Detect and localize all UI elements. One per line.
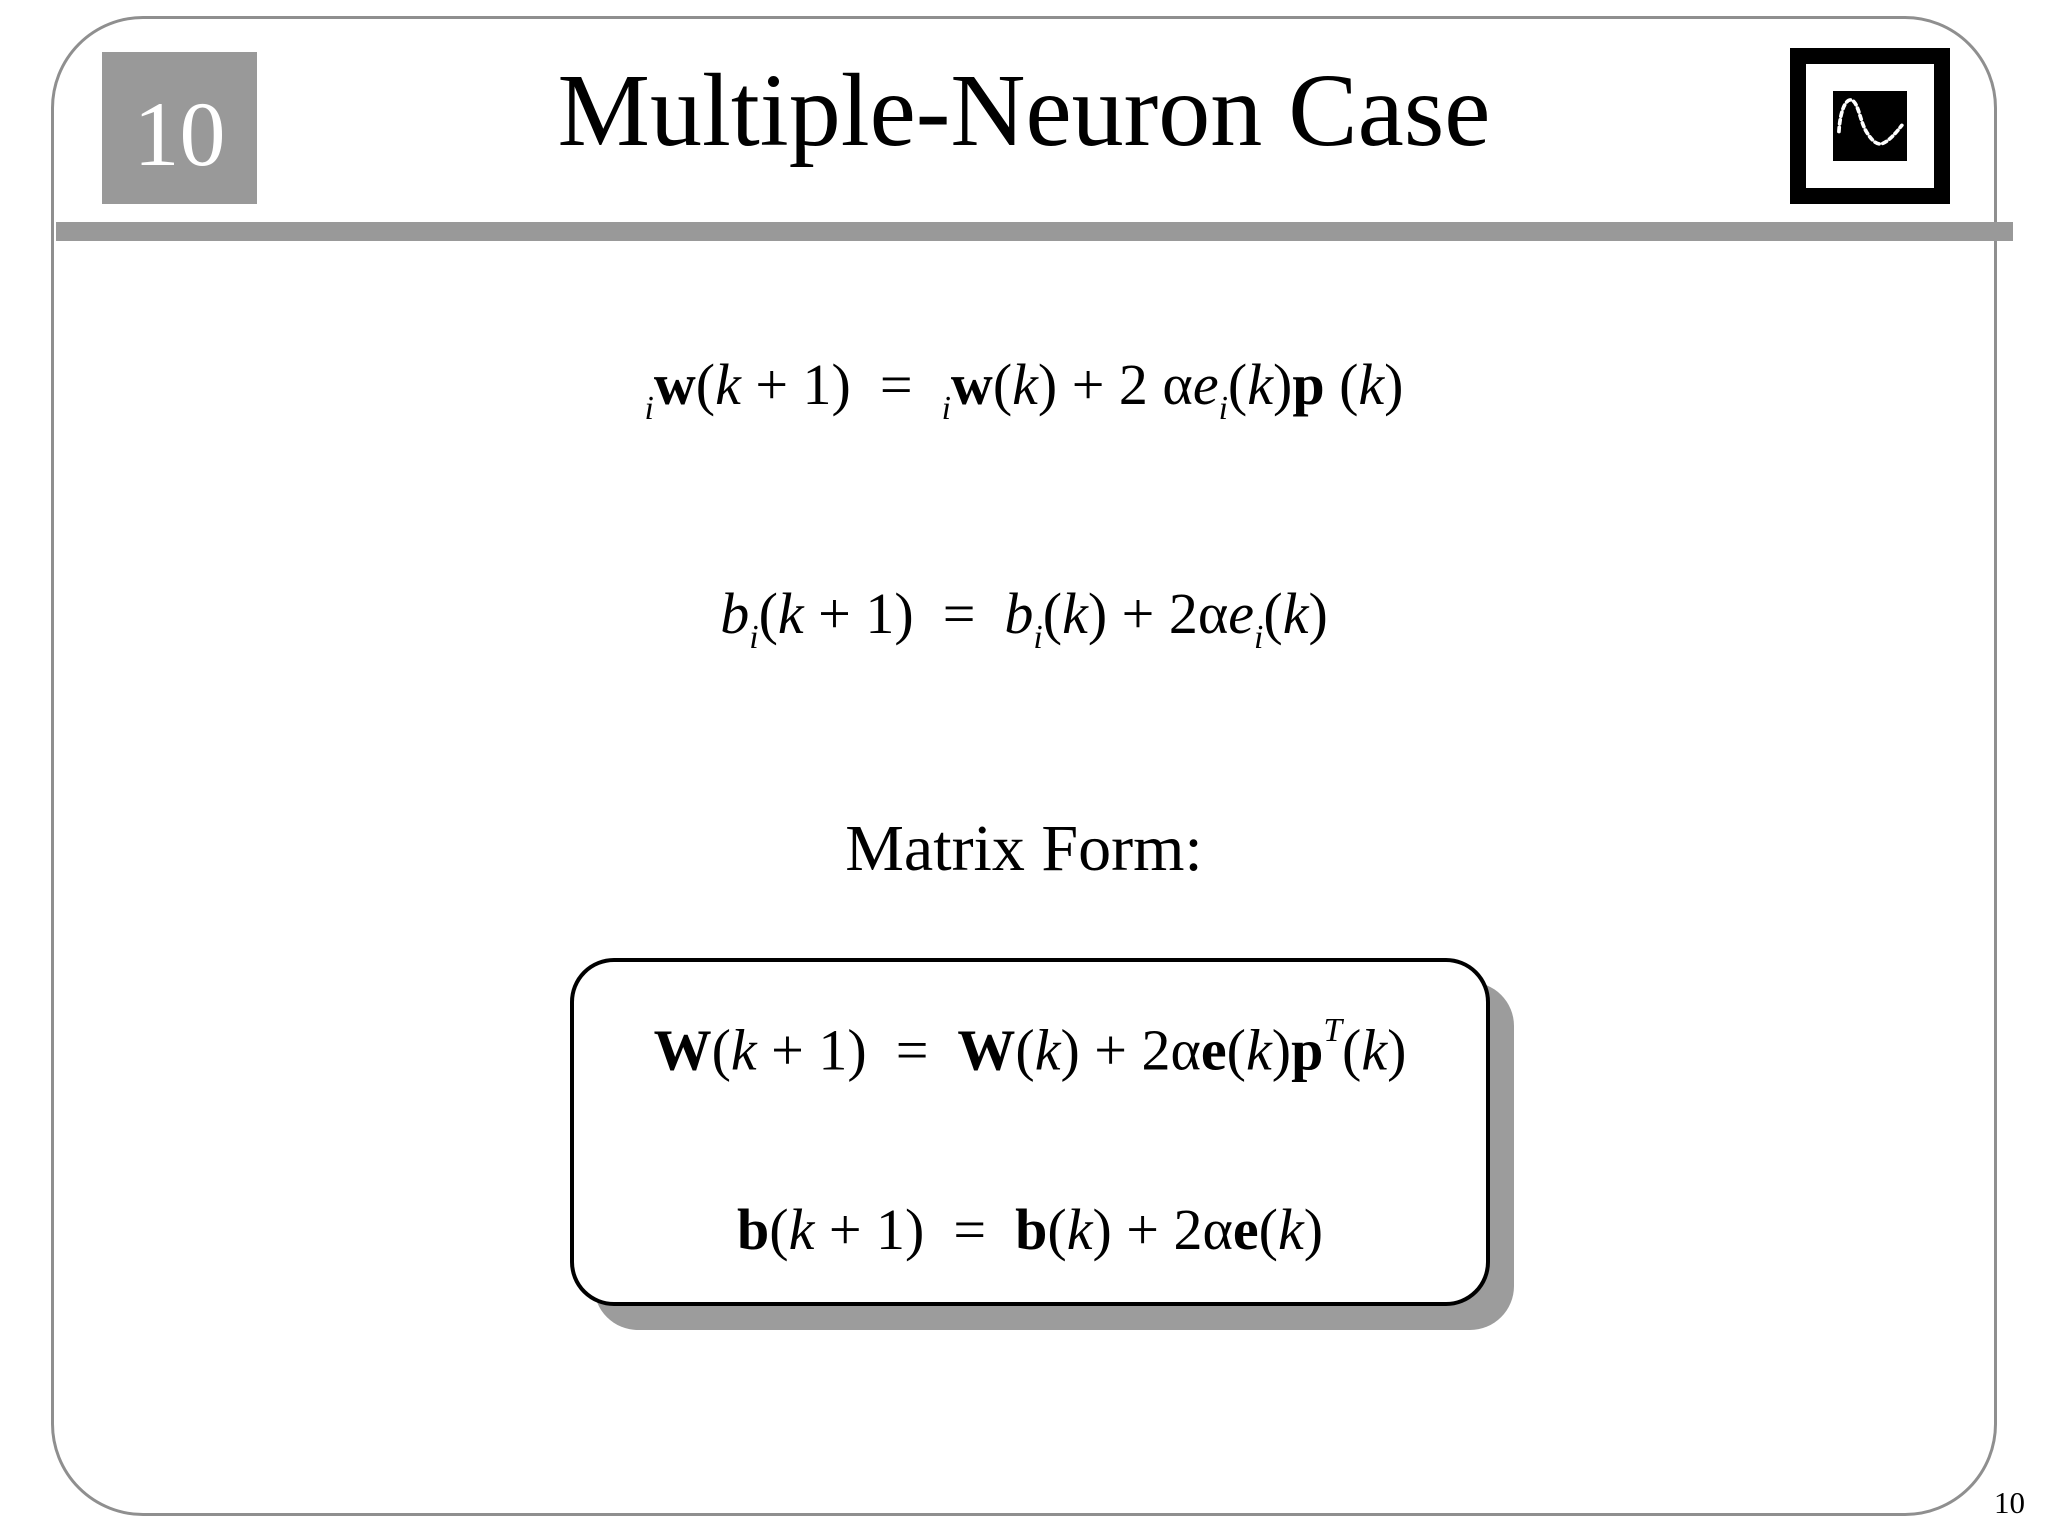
equation-weight-update: iw(k + 1) = iw(k) + 2 αei(k)p (k)	[644, 352, 1404, 428]
chapter-number: 10	[133, 83, 226, 185]
sine-wave-icon	[1837, 98, 1904, 146]
logo-white-ring	[1806, 64, 1934, 188]
slide-border-frame	[51, 16, 1997, 1516]
matrix-form-label: Matrix Form:	[845, 812, 1203, 885]
matrix-form-box: W(k + 1) = W(k) + 2αe(k)pT(k) b(k + 1) =…	[570, 958, 1490, 1306]
equation-matrix-weight-update: W(k + 1) = W(k) + 2αe(k)pT(k)	[653, 1012, 1407, 1083]
sine-wave-logo	[1790, 48, 1950, 204]
equation-matrix-bias-update: b(k + 1) = b(k) + 2αe(k)	[736, 1197, 1324, 1262]
chapter-number-box: 10	[102, 52, 257, 204]
title-divider-bar	[56, 222, 2013, 241]
equation-bias-update: bi(k + 1) = bi(k) + 2αei(k)	[720, 581, 1328, 657]
page-number: 10	[1994, 1485, 2025, 1520]
logo-inner-square	[1833, 91, 1907, 161]
page-title: Multiple-Neuron Case	[557, 53, 1491, 168]
